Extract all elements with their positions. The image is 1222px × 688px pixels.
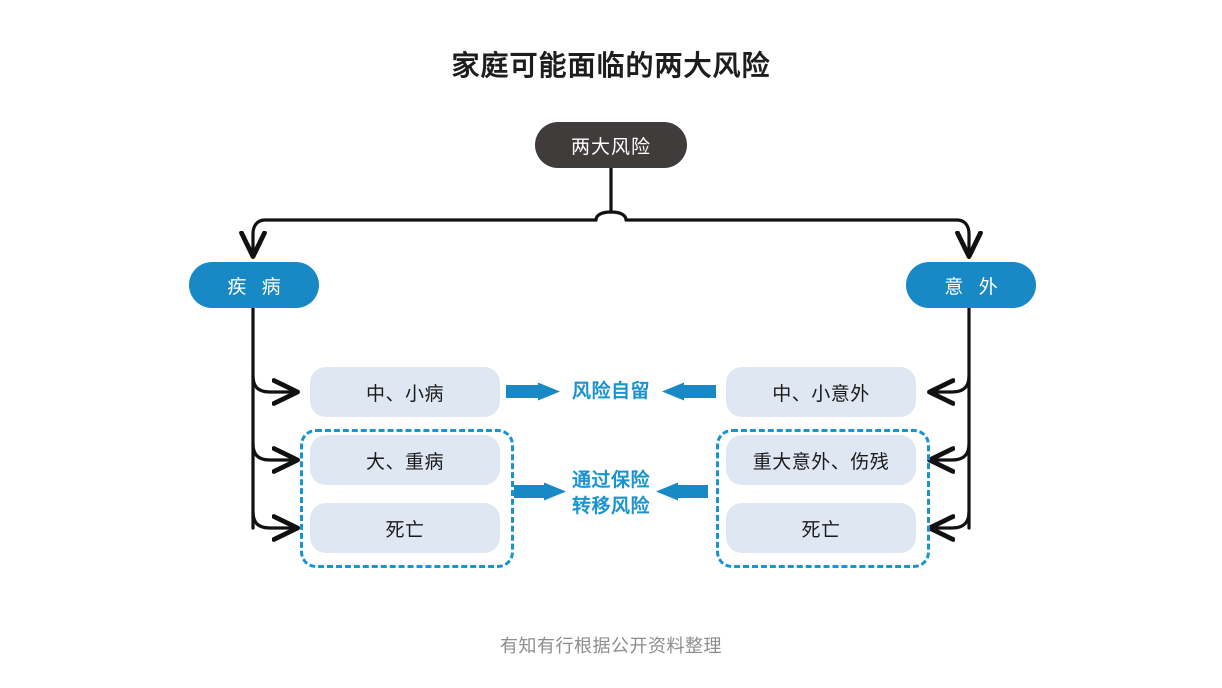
page-title: 家庭可能面临的两大风险 [451,50,771,81]
leaf-minor-accident[interactable]: 中、小意外 [726,367,916,417]
branch-node-disease[interactable]: 疾 病 [189,262,319,308]
outcome-risk-retention: 风险自留 [571,381,650,402]
leaf-major-illness[interactable]: 大、重病 [310,435,500,485]
outcome-insurance-transfer-line1: 通过保险 [571,470,650,491]
group-box-disease-insurable [300,429,514,568]
leaf-death-accident[interactable]: 死亡 [726,503,916,553]
group-box-accident-insurable [716,429,930,568]
outcome-insurance-transfer-line2: 转移风险 [571,496,650,517]
leaf-death-illness[interactable]: 死亡 [310,503,500,553]
root-node-two-risks[interactable]: 两大风险 [535,122,687,168]
outcome-insurance-transfer: 通过保险 转移风险 [551,468,671,520]
leaf-minor-illness[interactable]: 中、小病 [310,367,500,417]
leaf-major-accident[interactable]: 重大意外、伤残 [726,435,916,485]
source-attribution: 有知有行根据公开资料整理 [500,636,722,656]
branch-node-accident[interactable]: 意 外 [906,262,1036,308]
